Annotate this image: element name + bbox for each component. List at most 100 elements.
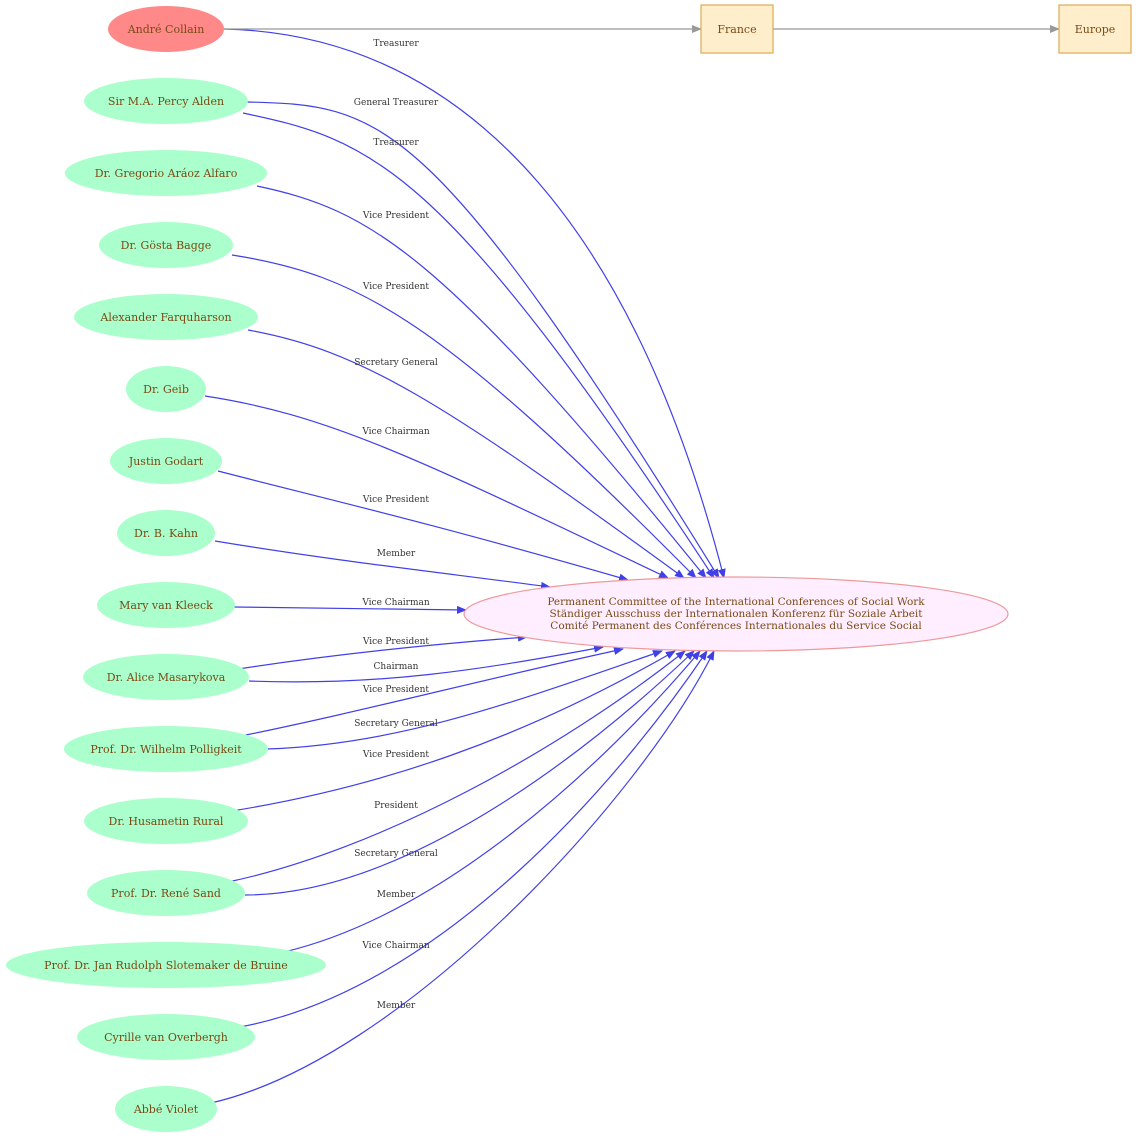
person-label: Dr. Alice Masarykova [107,671,226,684]
person-label: Alexander Farquharson [99,311,231,324]
edge-slotemaker-to-committee [283,650,701,953]
edge-violet-to-committee [210,650,715,1104]
committee-label-line: Permanent Committee of the International… [547,596,925,608]
person-ellipse [108,6,224,52]
person-label: Justin Godart [128,455,204,468]
person-node-sand[interactable]: Prof. Dr. René Sand [87,870,245,916]
edge-label: Secretary General [354,358,438,368]
edge-label: Member [377,1001,416,1011]
place-label: Europe [1075,23,1116,36]
person-ellipse [117,510,215,556]
person-label: Dr. B. Kahn [134,527,198,540]
person-ellipse [84,798,248,844]
edge-label: Vice Chairman [361,941,430,951]
person-node-collain[interactable]: André Collain [108,6,224,52]
person-node-godart[interactable]: Justin Godart [110,438,222,484]
person-ellipse [6,942,326,988]
edge-masarykova-to-committee [237,633,528,670]
place-box [700,4,774,54]
place-label: France [717,23,756,36]
person-ellipse [115,1086,217,1132]
edge-label: Vice President [362,750,430,760]
edge-geib-to-committee [204,395,669,579]
person-label: Prof. Dr. René Sand [111,887,221,900]
edge-label: Vice President [362,637,430,647]
person-ellipse [74,294,258,340]
person-node-slotemaker[interactable]: Prof. Dr. Jan Rudolph Slotemaker de Brui… [6,942,326,988]
edge-kleeck-to-committee [233,605,467,614]
person-ellipse [83,654,249,700]
person-node-violet[interactable]: Abbé Violet [115,1086,217,1132]
committee-ellipse [463,576,1009,652]
edge-alden-to-committee [246,101,720,579]
place-node-france[interactable]: France [700,4,774,54]
edge-collain-to-committee [223,28,726,579]
edge-alfaro-to-committee [256,185,707,579]
edge-label: Vice Chairman [361,427,430,437]
person-node-alden[interactable]: Sir M.A. Percy Alden [84,78,248,124]
edge-label: Chairman [374,662,419,672]
person-label: Abbé Violet [133,1103,199,1116]
person-node-bagge[interactable]: Dr. Gösta Bagge [99,222,233,268]
edge-label: Member [377,549,416,559]
edge-label: President [374,801,418,811]
person-ellipse [126,366,206,412]
person-ellipse [64,726,268,772]
edge-label: Treasurer [373,39,419,49]
person-label: Sir M.A. Percy Alden [108,95,224,108]
committee-node[interactable]: Permanent Committee of the International… [463,576,1009,652]
person-node-geib[interactable]: Dr. Geib [126,366,206,412]
place-node-europe[interactable]: Europe [1058,4,1132,54]
person-label: Dr. Gregorio Aráoz Alfaro [95,167,238,180]
edge-label: Vice President [362,685,430,695]
person-ellipse [110,438,222,484]
person-label: Dr. Husametin Rural [109,815,224,828]
edge-label: General Treasurer [354,98,439,108]
committee-label-line: Ständiger Ausschuss der Internationalen … [549,608,923,620]
person-label: Prof. Dr. Jan Rudolph Slotemaker de Brui… [44,959,288,972]
edge-label: Secretary General [354,849,438,859]
edge-overbergh-to-committee [239,650,708,1028]
committee-label-line: Comité Permanent des Conférences Interna… [550,620,922,632]
edge-label: Member [377,890,416,900]
person-node-rural[interactable]: Dr. Husametin Rural [84,798,248,844]
person-ellipse [99,222,233,268]
edge-label: Vice Chairman [361,598,430,608]
edge-label: Secretary General [354,719,438,729]
edge-kahn-to-committee [214,540,551,590]
person-node-masarykova[interactable]: Dr. Alice Masarykova [83,654,249,700]
person-node-overbergh[interactable]: Cyrille van Overbergh [77,1014,255,1060]
person-node-farquharson[interactable]: Alexander Farquharson [74,294,258,340]
person-label: Mary van Kleeck [119,599,213,612]
edge-sand-to-committee [227,650,686,883]
person-ellipse [87,870,245,916]
edge-godart-to-committee [217,470,629,582]
person-ellipse [65,150,267,196]
place-box [1058,4,1132,54]
edge-rural-to-committee [231,650,676,812]
person-node-polligkeit[interactable]: Prof. Dr. Wilhelm Polligkeit [64,726,268,772]
person-label: Prof. Dr. Wilhelm Polligkeit [90,743,242,756]
person-node-kahn[interactable]: Dr. B. Kahn [117,510,215,556]
person-ellipse [97,582,235,628]
person-label: André Collain [127,23,205,36]
edge-sand-to-committee [244,650,695,896]
edge-label: Vice President [362,282,430,292]
edge-bagge-to-committee [231,254,697,579]
person-node-alfaro[interactable]: Dr. Gregorio Aráoz Alfaro [65,150,267,196]
edge-polligkeit-to-committee [240,646,624,737]
person-ellipse [77,1014,255,1060]
person-node-kleeck[interactable]: Mary van Kleeck [97,582,235,628]
person-ellipse [84,78,248,124]
edge-alden-to-committee [242,112,715,579]
edge-label: Treasurer [373,138,419,148]
person-label: Cyrille van Overbergh [104,1031,228,1044]
person-label: Dr. Gösta Bagge [121,239,212,252]
edge-masarykova-to-committee [248,644,604,683]
edge-polligkeit-to-committee [265,650,663,750]
edge-farquharson-to-committee [247,329,685,579]
person-label: Dr. Geib [143,383,189,396]
